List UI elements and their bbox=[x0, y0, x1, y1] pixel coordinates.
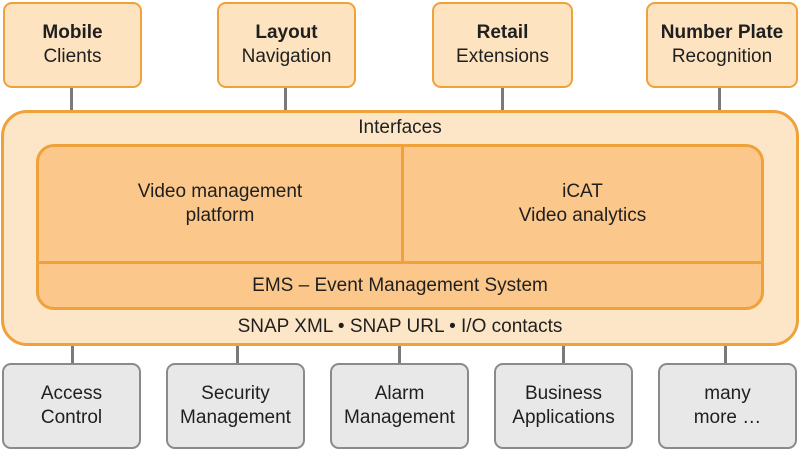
integration-line1: many bbox=[704, 383, 751, 404]
core-platform-panel: Video management platform iCAT Video ana… bbox=[36, 144, 764, 310]
integration-line2: Management bbox=[180, 407, 291, 428]
connector-layout bbox=[284, 88, 287, 112]
video-management-platform: Video management platform bbox=[39, 147, 401, 261]
integration-line2: Management bbox=[344, 407, 455, 428]
connector-security bbox=[236, 344, 239, 364]
icat-video-analytics: iCAT Video analytics bbox=[404, 147, 761, 261]
module-layout-navigation: Layout Navigation bbox=[217, 2, 356, 88]
integration-line1: Business bbox=[524, 383, 603, 404]
panel-vertical-divider bbox=[401, 147, 404, 261]
integration-line1: Security bbox=[201, 383, 270, 404]
integration-many-more: many more … bbox=[658, 363, 797, 449]
connector-number-plate bbox=[718, 88, 721, 112]
module-title: Mobile bbox=[42, 22, 103, 43]
integration-alarm-management: Alarm Management bbox=[330, 363, 469, 449]
connector-business bbox=[562, 344, 565, 364]
module-number-plate-recognition: Number Plate Recognition bbox=[646, 2, 798, 88]
integration-business-applications: Business Applications bbox=[494, 363, 633, 449]
module-title: Layout bbox=[255, 22, 318, 43]
module-title: Retail bbox=[476, 22, 529, 43]
integration-line2: more … bbox=[693, 407, 762, 428]
module-subtitle: Extensions bbox=[456, 46, 549, 67]
vmp-line2: platform bbox=[185, 205, 255, 226]
interfaces-label: Interfaces bbox=[358, 117, 442, 138]
module-subtitle: Navigation bbox=[241, 46, 332, 67]
icat-line2: Video analytics bbox=[518, 205, 647, 226]
protocols-label: SNAP XML • SNAP URL • I/O contacts bbox=[237, 316, 563, 337]
icat-line1: iCAT bbox=[562, 181, 603, 202]
module-retail-extensions: Retail Extensions bbox=[432, 2, 573, 88]
integration-access-control: Access Control bbox=[2, 363, 141, 449]
connector-alarm bbox=[398, 344, 401, 364]
integration-line1: Access bbox=[40, 383, 103, 404]
vmp-line1: Video management bbox=[137, 181, 303, 202]
module-subtitle: Clients bbox=[43, 46, 102, 67]
integration-line1: Alarm bbox=[374, 383, 425, 404]
module-subtitle: Recognition bbox=[671, 46, 773, 67]
integration-line2: Applications bbox=[512, 407, 615, 428]
connector-many bbox=[724, 344, 727, 364]
panel-horizontal-divider bbox=[39, 261, 761, 264]
ems-label: EMS – Event Management System bbox=[252, 274, 548, 296]
connector-access bbox=[71, 344, 74, 364]
module-mobile-clients: Mobile Clients bbox=[3, 2, 142, 88]
connector-retail bbox=[501, 88, 504, 112]
integration-security-management: Security Management bbox=[166, 363, 305, 449]
ems-event-management-system: EMS – Event Management System bbox=[39, 264, 761, 307]
connector-mobile bbox=[70, 88, 73, 112]
module-title: Number Plate bbox=[660, 22, 784, 43]
integration-line2: Control bbox=[40, 407, 103, 428]
